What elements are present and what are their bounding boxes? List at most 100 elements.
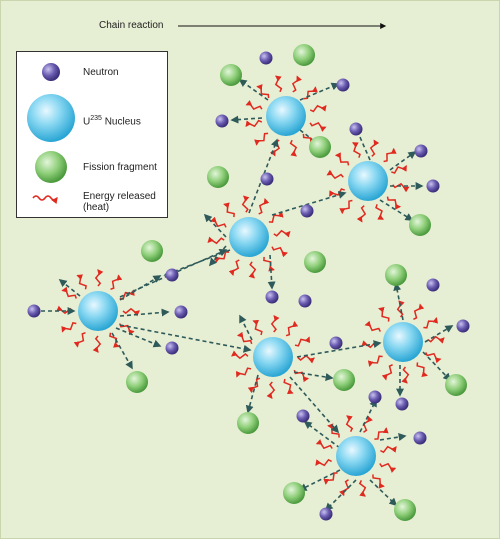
energy-released-icon: [372, 474, 385, 489]
energy-released-icon: [396, 300, 405, 318]
energy-released-icon: [256, 84, 270, 99]
energy-released-icon: [110, 274, 123, 291]
energy-released-icon: [241, 195, 250, 213]
energy-released-icon: [270, 139, 281, 157]
energy-released-icon: [369, 139, 380, 157]
energy-released-icon: [427, 335, 445, 344]
energy-released-icon: [274, 75, 283, 93]
energy-released-icon: [309, 104, 327, 113]
fission-fragment: [126, 371, 148, 393]
energy-released-icon: [118, 323, 135, 336]
neutron: [265, 290, 279, 304]
energy-released-icon: [248, 261, 257, 279]
neutron: [414, 144, 428, 158]
energy-released-icon: [245, 119, 263, 128]
energy-released-icon: [423, 317, 439, 329]
neutron-path-arrow: [115, 327, 162, 348]
energy-released-icon: [391, 165, 407, 174]
neutron-path-arrow: [424, 325, 454, 343]
energy-released-icon: [383, 147, 397, 163]
fission-fragment: [445, 374, 467, 396]
energy-released-icon: [122, 307, 140, 317]
energy-released-icon: [293, 369, 310, 383]
neutron-path-arrow: [298, 469, 341, 491]
neutron-path-arrow: [389, 151, 417, 171]
legend-energy-label: Energy released(heat): [83, 191, 156, 213]
legend-symbols: [27, 63, 75, 205]
neutron: [426, 278, 440, 292]
legend-nucleus-label: U235 Nucleus: [83, 115, 141, 128]
energy-released-icon: [231, 350, 249, 360]
neutron-path-arrow: [248, 138, 279, 214]
neutron: [319, 507, 333, 521]
legend: Neutron U235 Nucleus Fission fragment En…: [16, 51, 168, 218]
energy-released-icon: [223, 202, 235, 218]
energy-released-icon: [326, 169, 344, 180]
energy-released-icon: [380, 445, 397, 454]
energy-released-icon: [236, 331, 253, 345]
neutron-path-arrow: [267, 254, 276, 290]
energy-released-icon: [263, 256, 275, 272]
neutron-path-arrow: [245, 374, 259, 414]
neutron-path-arrow: [379, 433, 407, 441]
energy-released-icon: [270, 315, 280, 333]
legend-fragment-icon: [35, 151, 67, 183]
fission-fragment: [141, 240, 163, 262]
energy-released-icon: [413, 303, 425, 320]
u235-nucleus: [229, 217, 269, 257]
neutron-path-arrow: [230, 115, 263, 124]
neutron: [368, 390, 382, 404]
neutron-path-arrow: [289, 376, 340, 434]
energy-released-icon: [401, 366, 410, 384]
energy-released-icon: [315, 439, 333, 450]
neutron: [296, 409, 310, 423]
energy-released-icon: [94, 269, 104, 287]
neutron-path-arrow: [58, 279, 81, 297]
energy-released-icon: [252, 319, 263, 336]
energy-released-icon: [207, 236, 225, 245]
neutron-path-arrow: [119, 308, 170, 317]
neutron: [174, 305, 188, 319]
neutron: [165, 341, 179, 355]
fission-fragment: [394, 499, 416, 521]
neutron: [27, 304, 41, 318]
neutron: [349, 122, 363, 136]
neutron-path-arrow: [379, 199, 414, 221]
energy-released-icon: [61, 322, 77, 333]
energy-released-icon: [119, 289, 135, 300]
neutron-path-arrow: [299, 82, 340, 101]
energy-released-icon: [228, 259, 240, 276]
fission-fragment: [283, 482, 305, 504]
legend-neutron-label: Neutron: [83, 67, 119, 78]
energy-released-icon: [309, 121, 327, 132]
u235-nucleus: [348, 161, 388, 201]
neutron-path-arrow: [324, 479, 357, 512]
energy-released-icon: [375, 204, 384, 220]
neutron: [259, 51, 273, 65]
energy-released-icon: [364, 320, 381, 332]
energy-released-icon: [367, 355, 383, 367]
energy-released-icon: [303, 86, 318, 100]
neutron: [413, 431, 427, 445]
fission-fragment: [220, 64, 242, 86]
energy-released-icon: [109, 332, 120, 348]
neutron: [260, 172, 274, 186]
energy-released-icon: [254, 132, 269, 146]
energy-released-icon: [381, 364, 393, 381]
energy-released-icon: [358, 480, 367, 497]
energy-released-icon: [73, 331, 86, 348]
neutron-path-arrow: [359, 398, 377, 433]
fission-fragment: [409, 214, 431, 236]
neutron: [329, 336, 343, 350]
neutron-path-arrow: [393, 282, 404, 321]
neutron-path-arrow: [119, 275, 162, 301]
neutron-path-arrow: [296, 340, 382, 358]
neutron-path-arrow: [239, 314, 253, 341]
energy-released-icon: [356, 205, 367, 223]
energy-released-icon: [416, 362, 428, 378]
energy-released-icon: [245, 100, 263, 111]
energy-released-icon: [291, 75, 302, 93]
u235-nucleus: [383, 322, 423, 362]
energy-released-icon: [386, 196, 402, 210]
